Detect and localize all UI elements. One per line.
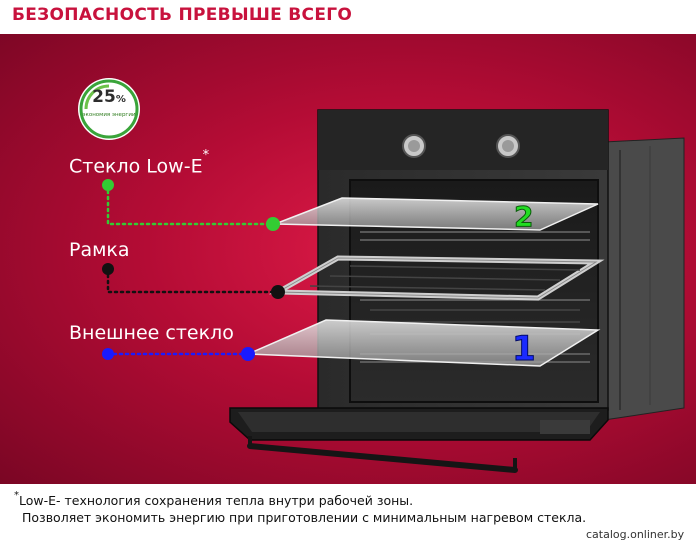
low-e-glass-panel bbox=[274, 197, 599, 231]
frame-label: Рамка bbox=[69, 239, 130, 261]
header-bar: БЕЗОПАСНОСТЬ ПРЕВЫШЕ ВСЕГО bbox=[0, 0, 696, 34]
footnote-text-1: Low-E- технология сохранения тепла внутр… bbox=[19, 493, 414, 509]
low-e-label: Стекло Low-E* bbox=[69, 148, 209, 178]
source-watermark: catalog.onliner.by bbox=[586, 528, 685, 541]
leaf-ring-icon bbox=[79, 79, 139, 139]
outer-glass-leader-line bbox=[102, 347, 255, 361]
outer-glass-label: Внешнее стекло bbox=[69, 322, 234, 344]
low-e-leader-line bbox=[102, 179, 280, 231]
footer bbox=[0, 484, 696, 550]
outer-glass-panel bbox=[247, 319, 601, 367]
footnote-line-2: Позволяет экономить энергию при приготов… bbox=[22, 510, 587, 525]
temperature-knob[interactable] bbox=[402, 134, 426, 158]
glass-number-1: 1 bbox=[512, 329, 536, 369]
low-e-label-text: Стекло Low-E bbox=[69, 155, 203, 178]
badge-unit: % bbox=[115, 94, 126, 105]
low-e-asterisk: * bbox=[202, 148, 210, 163]
oven-door[interactable] bbox=[229, 407, 609, 473]
badge-value: 25 bbox=[92, 87, 116, 107]
footnote-line-1: *Low-E- технология сохранения тепла внут… bbox=[14, 490, 414, 509]
glass-frame bbox=[268, 255, 605, 301]
mode-knob[interactable] bbox=[496, 134, 520, 158]
page-title: БЕЗОПАСНОСТЬ ПРЕВЫШЕ ВСЕГО bbox=[12, 5, 353, 25]
footnote-asterisk: * bbox=[14, 490, 19, 501]
oven-side-panel bbox=[603, 137, 685, 421]
glass-number-2: 2 bbox=[514, 200, 533, 233]
badge-caption: экономия энергии bbox=[82, 112, 136, 118]
energy-saving-badge: 25% экономия энергии bbox=[78, 78, 140, 140]
frame-leader-line bbox=[102, 263, 285, 299]
